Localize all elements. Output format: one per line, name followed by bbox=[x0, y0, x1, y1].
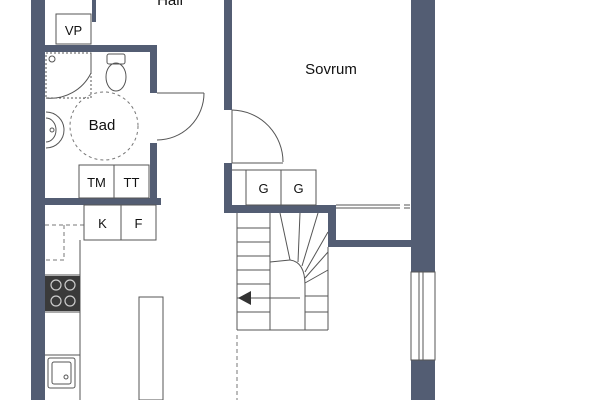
wall-hall-bedroom bbox=[224, 0, 232, 110]
wardrobe-label-1: G bbox=[258, 181, 268, 196]
kitchen-island bbox=[138, 296, 164, 400]
washer-label: TM bbox=[87, 175, 106, 190]
dryer-label: TT bbox=[124, 175, 140, 190]
wall-wardrobe-left bbox=[224, 163, 232, 213]
water-heater-label: VP bbox=[65, 23, 82, 38]
wall-pier-top bbox=[92, 0, 96, 22]
wall-right-exterior-top bbox=[411, 0, 435, 272]
wall-bath-right-lower bbox=[150, 143, 157, 205]
room-label-bedroom: Sovrum bbox=[305, 61, 357, 78]
wall-stair-right bbox=[328, 205, 336, 247]
wall-wardrobe-bottom bbox=[224, 205, 336, 213]
kitchen-upper-cabinets bbox=[45, 224, 84, 261]
staircase bbox=[236, 212, 329, 331]
window-right bbox=[410, 271, 436, 361]
sliding-closet-door bbox=[336, 204, 410, 209]
wall-left-exterior bbox=[31, 0, 45, 400]
bathroom-door bbox=[156, 92, 205, 141]
wardrobes bbox=[232, 169, 317, 206]
sink-icon bbox=[45, 111, 65, 149]
wall-right-exterior-bottom bbox=[411, 360, 435, 400]
freezer-label: F bbox=[135, 216, 143, 231]
water-heater-cabinet: VP bbox=[55, 13, 92, 45]
room-label-bathroom: Bad bbox=[89, 117, 116, 134]
turning-circle bbox=[69, 91, 139, 161]
fridge-freezer bbox=[83, 204, 157, 241]
toilet-icon bbox=[105, 53, 127, 92]
stove-icon bbox=[45, 276, 80, 311]
stair-arrow-icon bbox=[238, 291, 300, 305]
wall-bath-bottom bbox=[45, 198, 161, 205]
wall-bath-right-upper bbox=[150, 45, 157, 93]
wardrobe-label-2: G bbox=[293, 181, 303, 196]
shower-icon bbox=[45, 52, 92, 99]
wall-bath-top bbox=[45, 45, 157, 52]
room-label-hall: Hall bbox=[157, 0, 183, 9]
kitchen-sink-icon bbox=[47, 357, 76, 389]
bedroom-door bbox=[231, 109, 284, 164]
kitchen-counter bbox=[45, 240, 81, 400]
wall-bedroom-bottom bbox=[328, 240, 411, 247]
walls bbox=[31, 0, 435, 400]
fridge-label: K bbox=[98, 216, 107, 231]
laundry-units bbox=[78, 164, 150, 199]
